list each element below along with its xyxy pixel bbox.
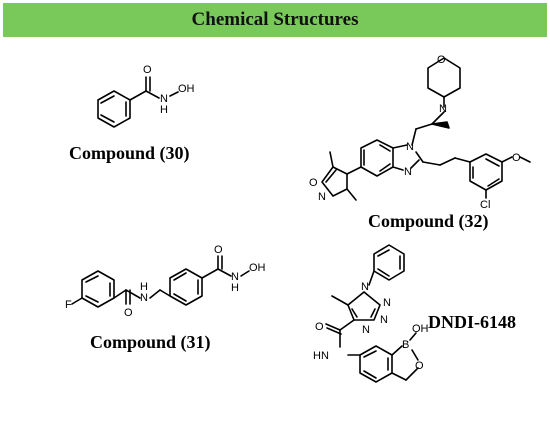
atom-label: N <box>318 191 326 203</box>
atom-label: O <box>143 64 152 76</box>
atom-label: Cl <box>480 199 490 211</box>
atom-label: HN <box>313 350 329 362</box>
atom-label: N <box>406 141 414 153</box>
atom-label: N <box>439 103 447 115</box>
atom-label: B <box>402 339 409 351</box>
page-title: Chemical Structures <box>191 9 359 30</box>
atom-label: OH <box>412 323 429 335</box>
atom-label: H <box>140 281 148 293</box>
compound-32-caption: Compound (32) <box>368 211 489 231</box>
atom-label: N <box>231 271 239 283</box>
atom-label: OH <box>178 83 195 95</box>
atom-label: N <box>160 93 168 105</box>
atom-label: H <box>231 282 239 294</box>
compound-30-caption: Compound (30) <box>69 143 190 163</box>
atom-label: O <box>512 152 521 164</box>
atom-label: N <box>140 292 148 304</box>
header-banner: Chemical Structures <box>3 3 547 37</box>
atom-label: N <box>361 281 369 293</box>
dndi-6148-caption: DNDI-6148 <box>428 312 516 332</box>
atom-label: O <box>415 360 424 372</box>
atom-label: N <box>383 297 391 309</box>
atom-label: OH <box>249 262 266 274</box>
atom-label: O <box>124 307 133 319</box>
atom-label: F <box>65 299 72 311</box>
atom-label: O <box>214 244 223 256</box>
atom-label: N <box>362 324 370 336</box>
atom-label: N <box>404 166 412 178</box>
compound-31-caption: Compound (31) <box>90 332 211 352</box>
atom-label: H <box>160 104 168 116</box>
atom-label: O <box>309 177 318 189</box>
atom-label: O <box>315 321 324 333</box>
atom-label: O <box>437 54 446 66</box>
atom-label: N <box>380 314 388 326</box>
